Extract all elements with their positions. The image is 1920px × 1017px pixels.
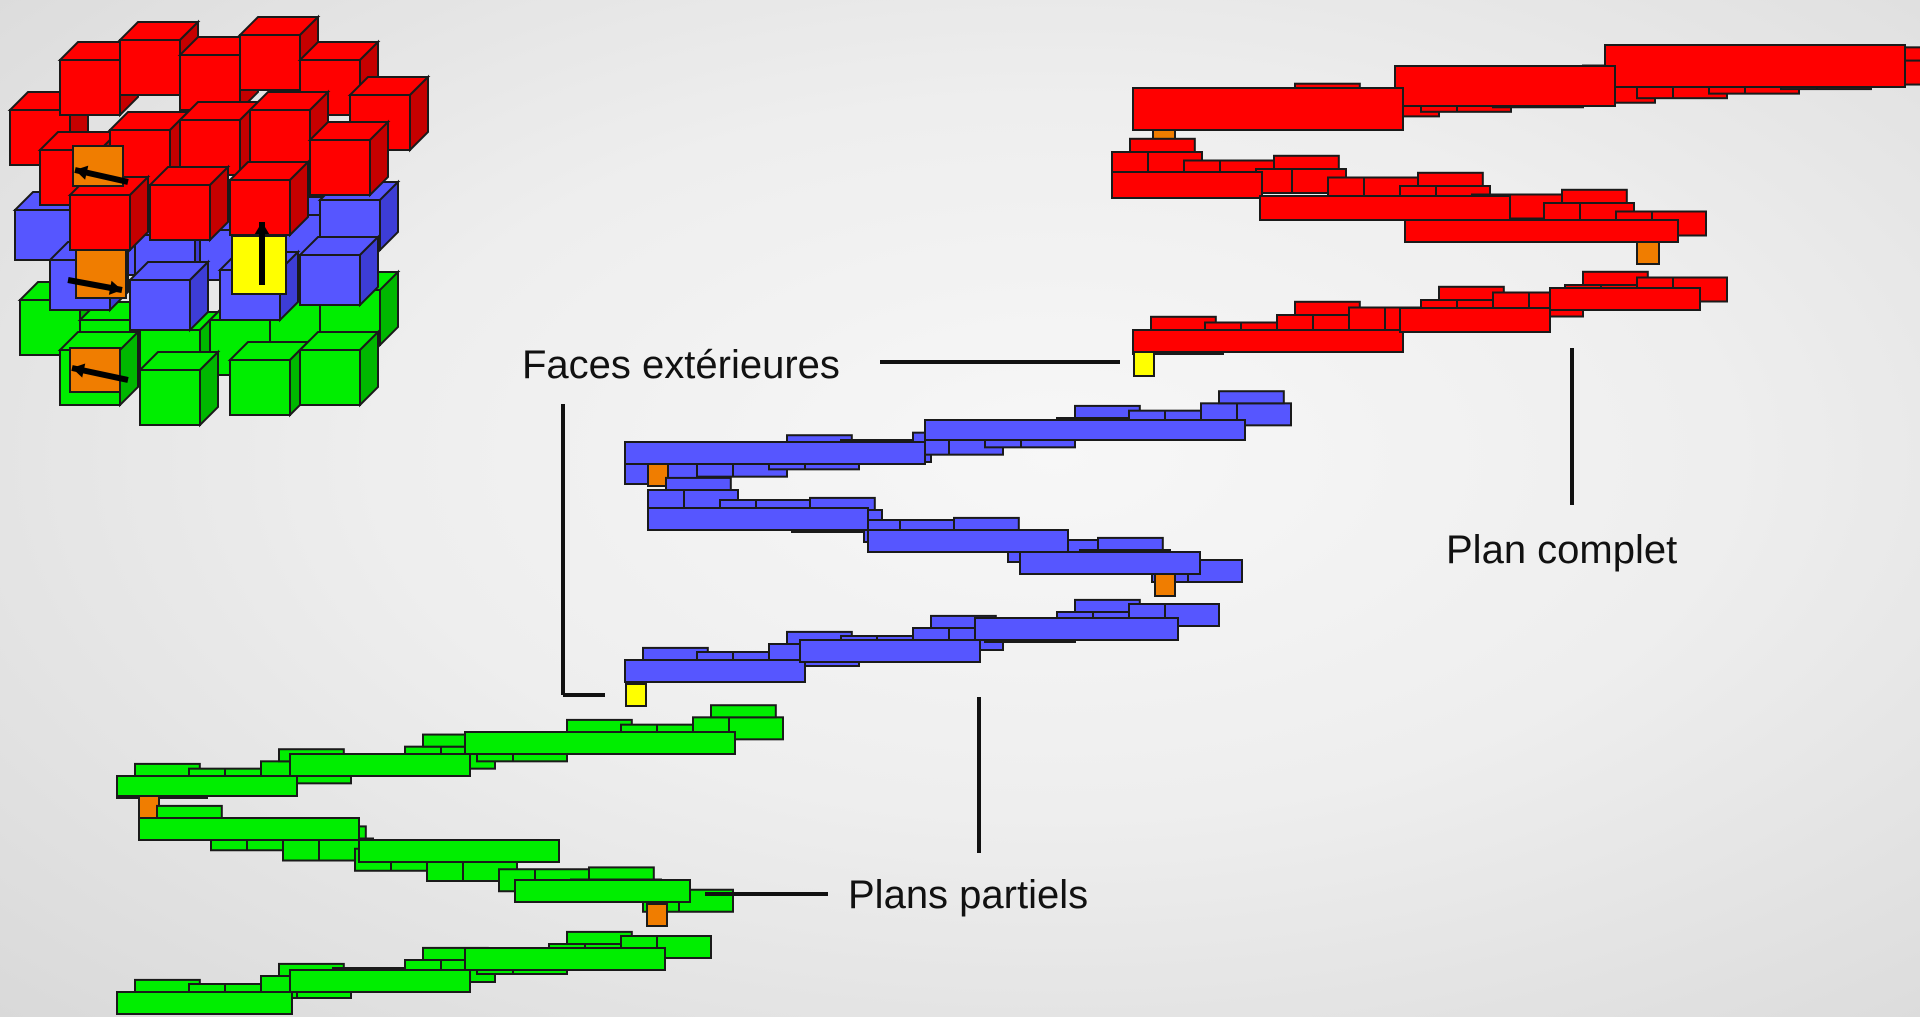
blue-row-brick — [624, 659, 806, 683]
blue-plane-partial — [624, 390, 1292, 707]
red-plane-complete — [1111, 44, 1920, 377]
cube-block — [227, 159, 311, 238]
green-row-brick — [289, 969, 471, 993]
cube-block — [297, 234, 381, 308]
blue-row-brick — [1097, 536, 1164, 552]
blue-link-yellow — [625, 683, 647, 707]
green-row-brick — [138, 817, 360, 841]
blue-row-brick — [799, 639, 981, 663]
red-row-brick — [1259, 195, 1511, 221]
cube-3d-model — [7, 14, 431, 428]
label-plans-partiels: Plans partiels — [848, 873, 1089, 917]
green-row-brick — [514, 879, 691, 903]
cube-block — [147, 164, 231, 243]
red-row-brick — [1273, 154, 1340, 171]
green-row-brick — [588, 866, 655, 881]
cube-block — [237, 14, 321, 93]
blue-row-brick — [665, 476, 732, 491]
label-plan-complet: Plan complet — [1446, 528, 1678, 572]
red-row-brick — [1404, 219, 1679, 243]
red-row-brick — [1394, 65, 1616, 107]
arrow-up-icon — [254, 222, 270, 285]
green-row-brick — [156, 804, 223, 820]
red-row-brick — [1549, 287, 1701, 311]
arrow-left-icon — [74, 165, 129, 185]
red-row-brick — [1399, 307, 1551, 333]
blue-row-brick — [647, 507, 869, 531]
arrow-right-icon — [67, 277, 123, 295]
red-row-brick — [1417, 171, 1484, 188]
cube-block — [307, 119, 391, 198]
cube-block — [67, 174, 151, 253]
blue-link-orange — [647, 463, 669, 487]
cube-block — [297, 329, 381, 408]
blue-row-brick — [624, 441, 926, 465]
blue-row-brick — [974, 617, 1179, 641]
blue-row-brick — [953, 516, 1020, 532]
red-row-brick — [1561, 188, 1628, 205]
label-faces-exterieures: Faces extérieures — [522, 343, 840, 387]
green-row-brick — [710, 704, 777, 719]
red-link-yellow — [1133, 351, 1155, 377]
green-plane-partial — [116, 704, 784, 1015]
blue-row-brick — [1019, 551, 1201, 575]
blue-row-brick — [924, 419, 1246, 441]
cube-block — [127, 259, 211, 333]
green-row-brick — [464, 731, 736, 755]
green-row-brick — [116, 775, 298, 797]
blue-row-brick — [1218, 390, 1285, 405]
blue-link-orange — [1154, 573, 1176, 597]
arrow-left-icon — [71, 363, 129, 383]
green-row-brick — [358, 839, 560, 863]
green-row-brick — [116, 991, 293, 1015]
green-link-orange — [646, 903, 668, 927]
red-row-brick — [1129, 137, 1196, 154]
green-row-brick — [464, 947, 666, 971]
red-row-brick — [1132, 329, 1404, 353]
red-row-brick — [1604, 44, 1906, 88]
red-row-brick — [1132, 87, 1404, 131]
callout-lines — [561, 348, 1574, 896]
cube-block — [137, 349, 221, 428]
red-row-brick — [1111, 171, 1263, 199]
green-row-brick — [289, 753, 471, 777]
blue-row-brick — [867, 529, 1069, 553]
red-link-orange — [1636, 241, 1660, 265]
cube-block — [227, 339, 311, 418]
